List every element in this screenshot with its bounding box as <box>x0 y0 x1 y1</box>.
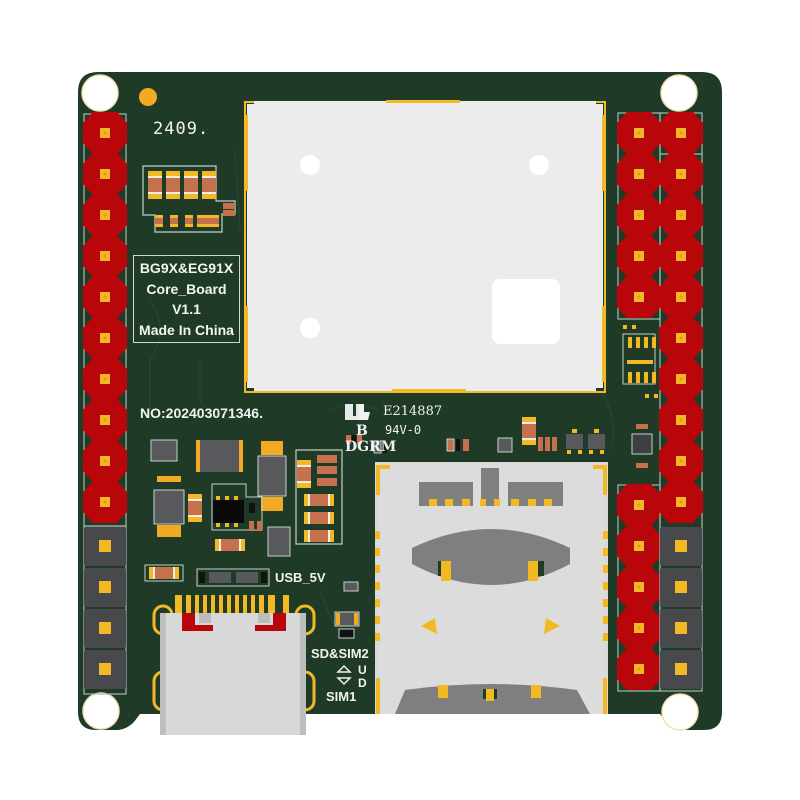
manufacturer-mark: DGRM <box>345 439 397 455</box>
usb-5v-label: USB_5V <box>275 570 326 585</box>
serial-number: NO:202403071346. <box>140 405 263 421</box>
layer-mark: B <box>356 423 368 439</box>
arrow-up-icon <box>336 664 352 673</box>
capacitor-array <box>142 165 236 233</box>
ul-file-number: E214887 <box>383 404 443 419</box>
right-outer-pin-header <box>659 112 703 692</box>
title-line-2: Core_Board <box>146 280 227 297</box>
title-line-4: Made In China <box>139 321 234 338</box>
slot-up-label: U <box>358 663 367 677</box>
power-components <box>144 439 343 587</box>
flammability-rating: 94V-0 <box>385 423 422 437</box>
title-label-box: BG9X&EG91X Core_Board V1.1 Made In China <box>133 255 240 343</box>
fiducial-dot <box>139 88 157 106</box>
protection-components <box>334 581 360 639</box>
slot-label-sd-sim2: SD&SIM2 <box>311 646 369 661</box>
mounting-hole-bottom-left <box>82 692 120 730</box>
mounting-hole-top-right <box>660 74 698 112</box>
ul-logo-icon <box>345 404 370 420</box>
mounting-hole-bottom-right <box>661 693 699 731</box>
arrow-down-icon <box>336 677 352 686</box>
pcb-traces <box>149 149 614 641</box>
date-code: 2409. <box>153 119 210 139</box>
mounting-holes <box>81 74 699 731</box>
left-pin-header <box>83 112 127 695</box>
small-passives-row <box>346 417 605 454</box>
title-line-3: V1.1 <box>172 301 201 318</box>
slot-down-label: D <box>358 676 367 690</box>
mounting-hole-top-left <box>81 74 119 112</box>
slot-label-sim1: SIM1 <box>326 689 357 704</box>
right-side-ic <box>622 325 658 468</box>
slot-direction-arrows <box>336 664 352 686</box>
title-line-1: BG9X&EG91X <box>139 260 234 277</box>
sd-sim-card-slot <box>375 462 608 714</box>
usb-c-connector <box>152 595 316 735</box>
cellular-module-shield <box>244 100 606 393</box>
